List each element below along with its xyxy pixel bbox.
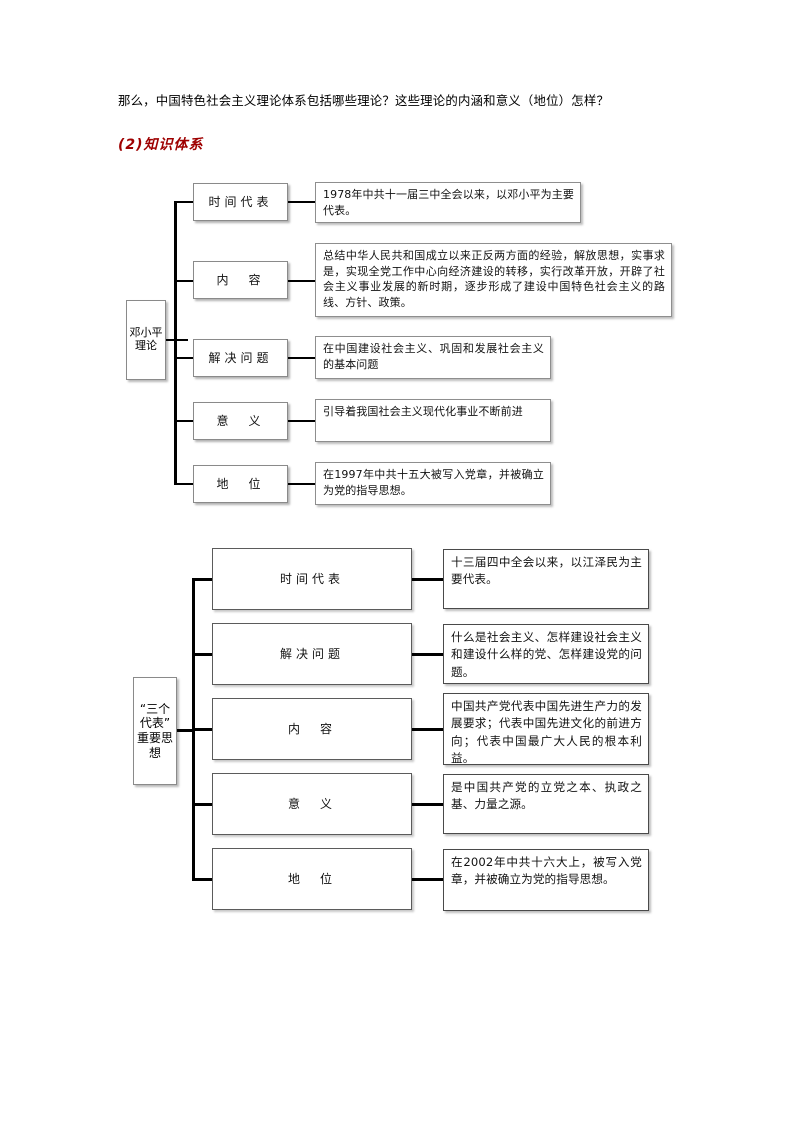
diagram2-branch-line-1 <box>192 578 213 581</box>
diagram1-content-2: 总结中华人民共和国成立以来正反两方面的经验，解放思想，实事求是，实现全党工作中心… <box>323 249 665 309</box>
diagram2-branch-line-5 <box>192 878 213 881</box>
diagram1-branch-line-1 <box>174 201 194 203</box>
question-line: 那么，中国特色社会主义理论体系包括哪些理论？这些理论的内涵和意义（地位）怎样？ <box>118 93 610 108</box>
diagram1-node-2-label: 内 容 <box>216 272 265 287</box>
diagram2-root-label: “三个代表”重要思想 <box>136 701 173 760</box>
diagram1-root-node: 邓小平理论 <box>126 300 166 380</box>
diagram2-connector-3 <box>412 728 444 731</box>
diagram1-root-label: 邓小平理论 <box>129 326 163 352</box>
diagram2-node-5-label: 地 位 <box>287 871 336 886</box>
diagram2-content-box-5: 在2002年中共十六大上，被写入党章，并被确立为党的指导思想。 <box>443 849 649 911</box>
diagram-deng-xiaoping-theory: 邓小平理论 时间代表 内 容 解决问题 意 义 地 位 <box>0 0 794 520</box>
diagram1-node-4-label: 意 义 <box>216 413 265 428</box>
diagram1-branch-line-2 <box>174 280 194 282</box>
diagram2-node-5: 地 位 <box>212 848 412 910</box>
diagram2-content-1: 十三届四中全会以来，以江泽民为主要代表。 <box>451 555 642 587</box>
diagram1-connector-5 <box>288 483 316 485</box>
diagram1-node-5-label: 地 位 <box>216 476 265 491</box>
section-heading: (2)知识体系 <box>118 137 204 153</box>
diagram2-node-3-label: 内 容 <box>287 721 336 736</box>
diagram1-content-box-4: 引导着我国社会主义现代化事业不断前进 <box>315 399 551 442</box>
diagram1-content-4: 引导着我国社会主义现代化事业不断前进 <box>323 405 523 418</box>
diagram2-connector-4 <box>412 803 444 806</box>
diagram2-connector-5 <box>412 878 444 881</box>
diagram1-content-5: 在1997年中共十五大被写入党章，并被确立为党的指导思想。 <box>323 468 544 497</box>
diagram1-content-box-2: 总结中华人民共和国成立以来正反两方面的经验，解放思想，实事求是，实现全党工作中心… <box>315 243 672 317</box>
diagram1-node-5: 地 位 <box>193 465 288 503</box>
diagram1-content-box-1: 1978年中共十一届三中全会以来，以邓小平为主要代表。 <box>315 182 581 223</box>
diagram2-root-node: “三个代表”重要思想 <box>133 677 177 785</box>
diagram1-node-1-label: 时间代表 <box>208 194 273 209</box>
diagram2-node-2: 解决问题 <box>212 623 412 685</box>
diagram2-node-3: 内 容 <box>212 698 412 760</box>
diagram1-trunk-line <box>166 339 188 341</box>
diagram2-connector-1 <box>412 578 444 581</box>
diagram1-branch-line-3 <box>174 357 194 359</box>
diagram1-spine-line <box>174 202 177 485</box>
diagram2-content-box-3: 中国共产党代表中国先进生产力的发展要求；代表中国先进文化的前进方向；代表中国最广… <box>443 693 649 765</box>
diagram2-node-2-label: 解决问题 <box>279 646 344 661</box>
diagram2-content-box-4: 是中国共产党的立党之本、执政之基、力量之源。 <box>443 774 649 834</box>
diagram2-trunk-line <box>177 729 195 732</box>
diagram2-node-4: 意 义 <box>212 773 412 835</box>
diagram2-content-box-2: 什么是社会主义、怎样建设社会主义和建设什么样的党、怎样建设党的问题。 <box>443 624 649 684</box>
diagram1-connector-1 <box>288 201 316 203</box>
diagram2-connector-2 <box>412 653 444 656</box>
diagram2-branch-line-3 <box>192 728 213 731</box>
diagram1-node-3-label: 解决问题 <box>208 350 273 365</box>
diagram1-branch-line-4 <box>174 420 194 422</box>
diagram2-branch-line-4 <box>192 803 213 806</box>
diagram2-content-4: 是中国共产党的立党之本、执政之基、力量之源。 <box>451 780 642 812</box>
diagram2-content-2: 什么是社会主义、怎样建设社会主义和建设什么样的党、怎样建设党的问题。 <box>451 630 642 679</box>
diagram1-connector-2 <box>288 280 316 282</box>
diagram2-node-4-label: 意 义 <box>287 796 336 811</box>
diagram1-content-3: 在中国建设社会主义、巩固和发展社会主义的基本问题 <box>323 342 544 371</box>
diagram1-connector-4 <box>288 420 316 422</box>
diagram1-content-box-5: 在1997年中共十五大被写入党章，并被确立为党的指导思想。 <box>315 462 551 505</box>
diagram1-connector-3 <box>288 357 316 359</box>
diagram2-node-1: 时间代表 <box>212 548 412 610</box>
diagram1-branch-line-5 <box>174 483 194 485</box>
diagram2-branch-line-2 <box>192 653 213 656</box>
diagram1-node-4: 意 义 <box>193 402 288 440</box>
diagram2-content-box-1: 十三届四中全会以来，以江泽民为主要代表。 <box>443 549 649 609</box>
diagram2-content-5: 在2002年中共十六大上，被写入党章，并被确立为党的指导思想。 <box>451 855 642 887</box>
diagram2-node-1-label: 时间代表 <box>279 571 344 586</box>
diagram2-content-3: 中国共产党代表中国先进生产力的发展要求；代表中国先进文化的前进方向；代表中国最广… <box>451 699 642 766</box>
diagram1-node-3: 解决问题 <box>193 339 288 377</box>
diagram1-node-2: 内 容 <box>193 261 288 299</box>
diagram1-node-1: 时间代表 <box>193 183 288 221</box>
diagram1-content-box-3: 在中国建设社会主义、巩固和发展社会主义的基本问题 <box>315 336 551 379</box>
diagram1-content-1: 1978年中共十一届三中全会以来，以邓小平为主要代表。 <box>323 188 574 217</box>
